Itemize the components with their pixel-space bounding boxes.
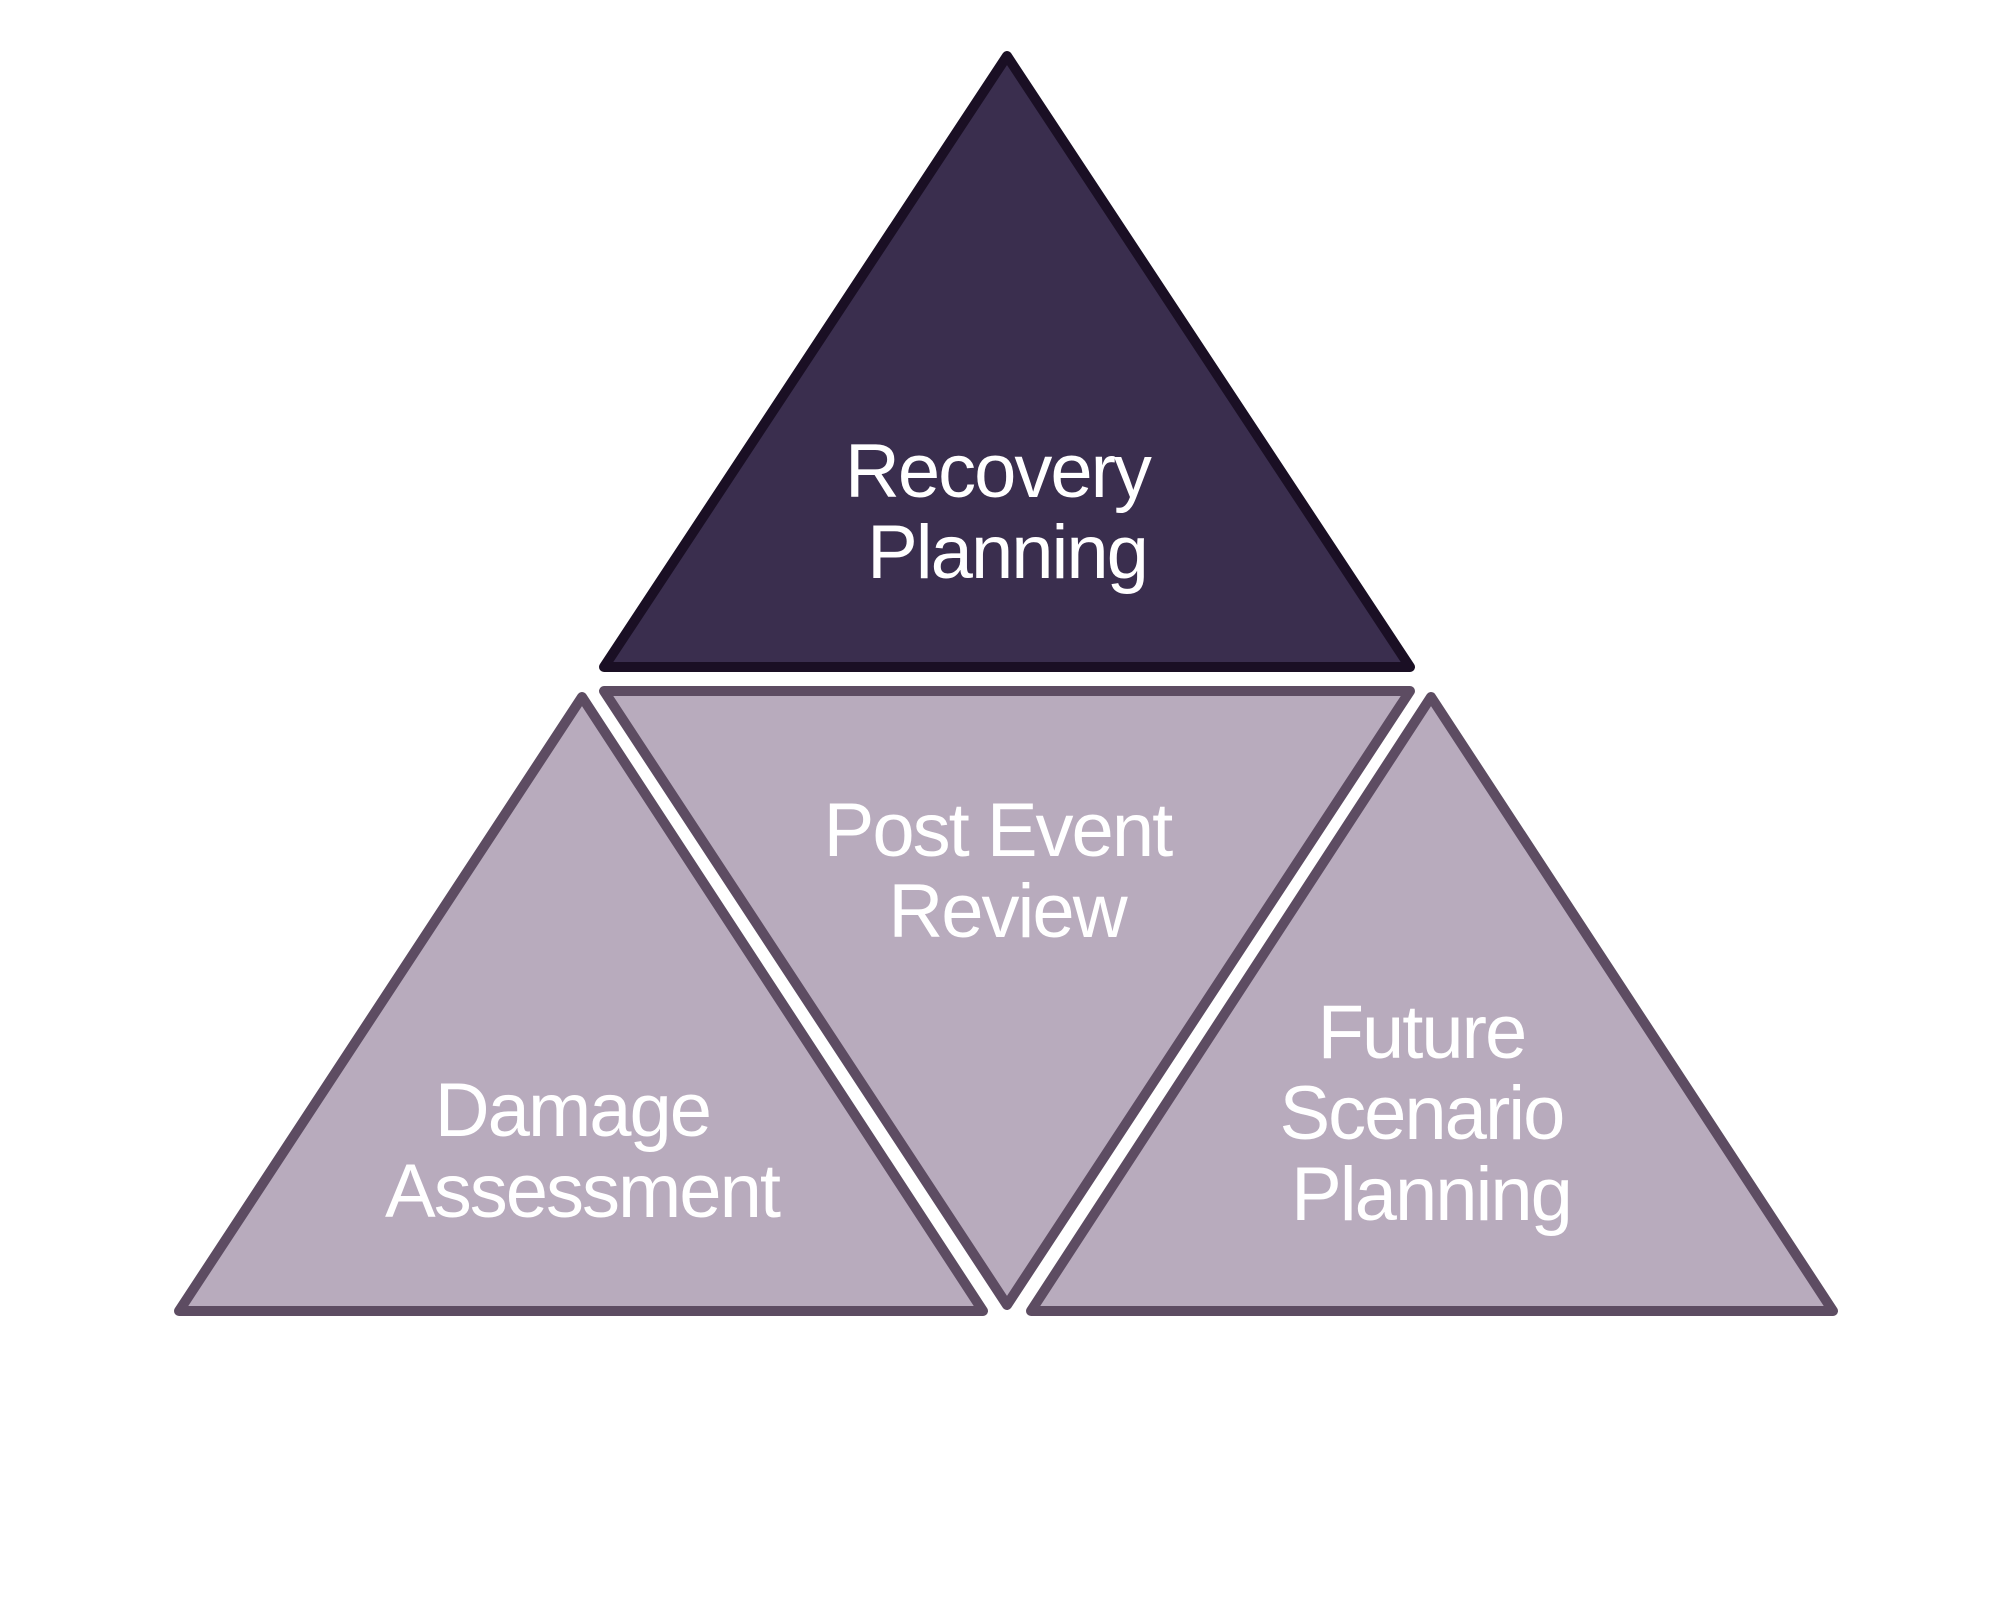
label-center-line-1: Post Event [824, 788, 1173, 873]
triangle-left-shape [179, 697, 983, 1311]
triangle-top-shape [604, 56, 1410, 667]
triangle-center-shape [604, 691, 1410, 1305]
label-right-line-1: Future [1318, 990, 1526, 1075]
triangle-right-shape [1031, 697, 1833, 1311]
label-top-line-1: Recovery [845, 429, 1152, 514]
triangle-damage-assessment: Damage Assessment [174, 692, 988, 1316]
label-left-line-1: Damage [435, 1068, 710, 1153]
label-right-line-2: Scenario [1279, 1071, 1563, 1156]
label-center-line-2: Review [888, 869, 1128, 954]
triangle-right-outline [1026, 692, 1838, 1316]
label-top-line-2: Planning [867, 510, 1147, 595]
triangle-left-outline [174, 692, 988, 1316]
triangle-post-event-review: Post Event Review [599, 686, 1415, 1310]
triangle-top-outline [599, 51, 1415, 672]
triangle-future-scenario-planning: Future Scenario Planning [1026, 692, 1838, 1316]
label-right-line-3: Planning [1291, 1152, 1571, 1237]
triangle-center-outline [599, 686, 1415, 1310]
label-left-line-2: Assessment [385, 1149, 781, 1234]
label-center: Post Event Review [824, 788, 1191, 954]
label-right: Future Scenario Planning [1279, 990, 1582, 1237]
label-left: Damage Assessment [385, 1068, 781, 1234]
label-top: Recovery Planning [845, 429, 1169, 595]
triangle-recovery-planning: Recovery Planning [599, 51, 1415, 672]
